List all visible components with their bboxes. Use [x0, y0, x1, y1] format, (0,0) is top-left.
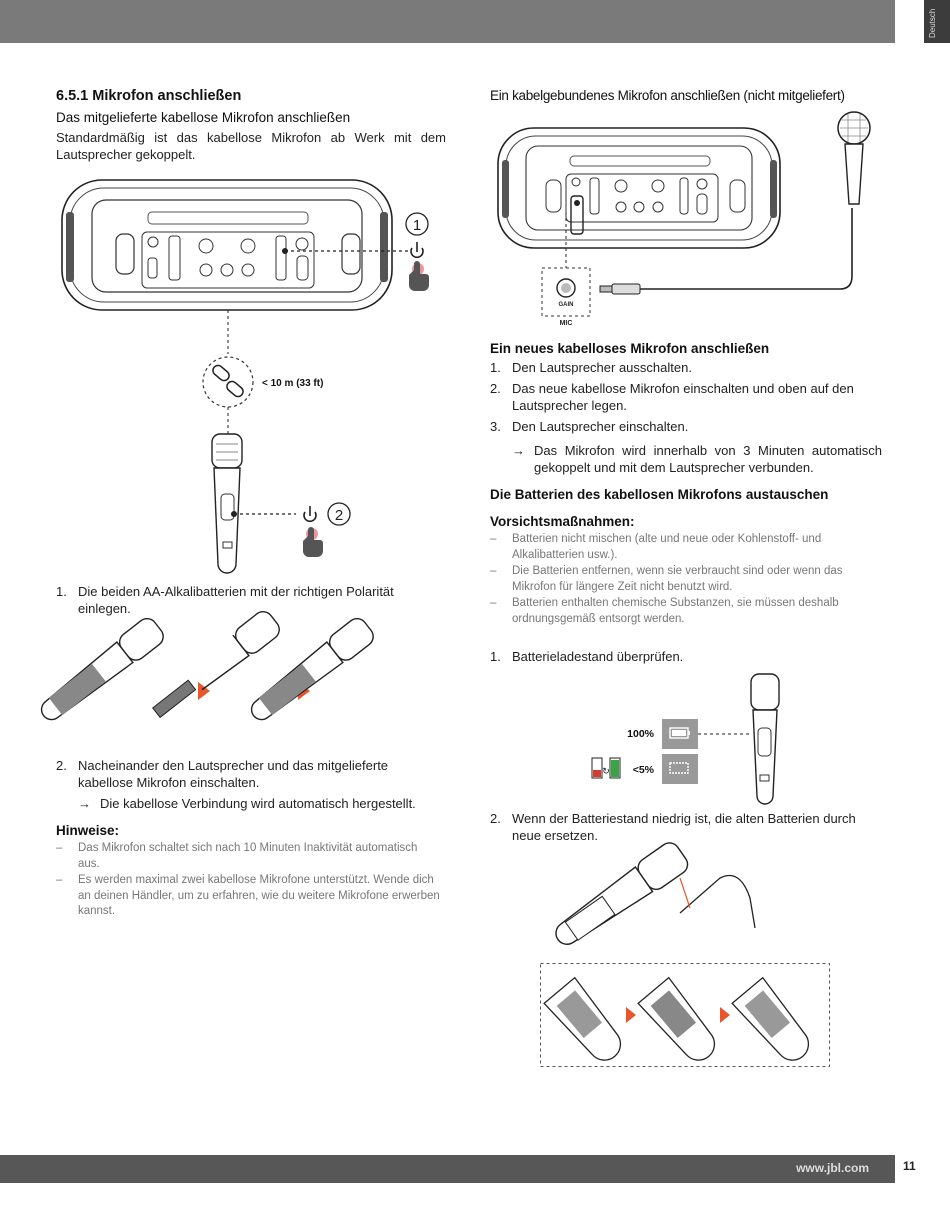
list-number: 1.	[490, 649, 501, 664]
footer-url: www.jbl.com	[796, 1161, 869, 1175]
precaution-item: –Die Batterien entfernen, wenn sie verbr…	[490, 564, 874, 595]
list-item: 2. Wenn der Batteriestand niedrig ist, d…	[490, 810, 882, 844]
section-title: 6.5.1 Mikrofon anschließen	[56, 88, 242, 104]
power-icon	[410, 247, 424, 259]
finger-icon	[409, 261, 429, 291]
note-text: Das Mikrofon schaltet sich nach 10 Minut…	[78, 842, 418, 870]
list-number: 3.	[490, 419, 501, 434]
battery-low-label: <5%	[633, 764, 655, 776]
list-number: 2.	[56, 758, 67, 773]
low-battery-icon	[591, 757, 603, 779]
list-text: Nacheinander den Lautsprecher und das mi…	[78, 758, 389, 790]
speaker-body	[61, 179, 393, 311]
power-icon	[303, 511, 317, 523]
page-number: 11	[903, 1159, 916, 1173]
language-tab: Deutsch	[924, 0, 950, 43]
pairing-figure: 1 < 10 m (33 ft) 2	[61, 179, 429, 574]
precaution-item: –Batterien nicht mischen (alte und neue …	[490, 532, 874, 563]
note-item: –Es werden maximal zwei kabellose Mikrof…	[56, 873, 440, 920]
precaution-text: Die Batterien entfernen, wenn sie verbra…	[512, 565, 843, 593]
battery-insert-figure	[40, 611, 374, 721]
list-number: 1.	[490, 360, 501, 375]
link-circle	[202, 356, 254, 408]
footer-bar: www.jbl.com	[0, 1155, 895, 1183]
battery-cover-figure	[555, 842, 756, 945]
distance-label: < 10 m (33 ft)	[262, 378, 323, 389]
precaution-item: –Batterien enthalten chemische Substanze…	[490, 596, 874, 627]
arrow-icon: →	[512, 443, 525, 458]
notes-title: Hinweise:	[56, 823, 120, 838]
step2-marker	[327, 502, 351, 526]
note-text: Es werden maximal zwei kabellose Mikrofo…	[78, 874, 440, 917]
list-number: 2.	[490, 811, 501, 826]
list-number: 1.	[56, 584, 67, 599]
mic-head	[750, 673, 780, 711]
subtitle: Das mitgelieferte kabellose Mikrofon ans…	[56, 110, 351, 125]
result-text: Das Mikrofon wird innerhalb von 3 Minute…	[534, 443, 882, 475]
battery-replace-steps-figure	[540, 963, 830, 1067]
battery-low-indicator	[662, 754, 698, 784]
result-item: → Die kabellose Verbindung wird automati…	[78, 795, 448, 812]
hand-outline	[679, 874, 756, 929]
precaution-text: Batterien enthalten chemische Substanzen…	[512, 597, 839, 625]
mic-jack-box	[541, 267, 591, 317]
list-item: 1. Die beiden AA-Alkalibatterien mit der…	[56, 583, 446, 617]
battery-full-label: 100%	[627, 728, 655, 740]
list-item: 2. Das neue kabellose Mikrofon einschalt…	[490, 380, 882, 414]
finger-icon	[303, 527, 323, 557]
precautions-title: Vorsichtsmaßnahmen:	[490, 514, 635, 529]
new-mic-title: Ein neues kabelloses Mikrofon anschließe…	[490, 341, 770, 356]
list-text: Das neue kabellose Mikrofon einschalten …	[512, 381, 854, 413]
swap-icon: ↻	[602, 766, 610, 776]
list-text: Wenn der Batteriestand niedrig ist, die …	[512, 811, 856, 843]
language-label: Deutsch	[928, 8, 937, 38]
note-item: –Das Mikrofon schaltet sich nach 10 Minu…	[56, 841, 440, 872]
arrow-icon: →	[78, 796, 91, 811]
mic-head	[211, 433, 243, 469]
result-item: → Das Mikrofon wird innerhalb von 3 Minu…	[512, 442, 882, 476]
step2-number: 2	[335, 507, 343, 524]
list-item: 2. Nacheinander den Lautsprecher und das…	[56, 757, 446, 791]
wired-title: Ein kabelgebundenes Mikrofon anschließen…	[490, 88, 845, 103]
intro-paragraph: Standardmäßig ist das kabellose Mikrofon…	[56, 130, 446, 162]
header-bar	[0, 0, 895, 43]
precaution-text: Batterien nicht mischen (alte und neue o…	[512, 533, 822, 561]
gain-label: GAIN	[559, 302, 574, 308]
result-text: Die kabellose Verbindung wird automatisc…	[100, 796, 416, 811]
mic-body	[752, 709, 778, 805]
wired-mic-body	[844, 143, 864, 205]
wired-mic-figure: GAIN MIC	[497, 111, 871, 327]
step1-marker	[405, 212, 429, 236]
list-text: Batterieladestand überprüfen.	[512, 649, 684, 664]
battery-title: Die Batterien des kabellosen Mikrofons a…	[490, 487, 829, 502]
list-text: Die beiden AA-Alkalibatterien mit der ri…	[78, 584, 394, 616]
step1-number: 1	[413, 217, 421, 234]
list-item: 1. Batterieladestand überprüfen.	[490, 648, 882, 665]
mic-label: MIC	[560, 320, 573, 327]
list-item: 1. Den Lautsprecher ausschalten.	[490, 359, 882, 376]
list-item: 3. Den Lautsprecher einschalten.	[490, 418, 882, 435]
list-text: Den Lautsprecher einschalten.	[512, 419, 689, 434]
list-number: 2.	[490, 381, 501, 396]
full-battery-icon	[609, 757, 621, 779]
battery-level-figure: 100% <5% ↻	[591, 673, 780, 805]
list-text: Den Lautsprecher ausschalten.	[512, 360, 692, 375]
